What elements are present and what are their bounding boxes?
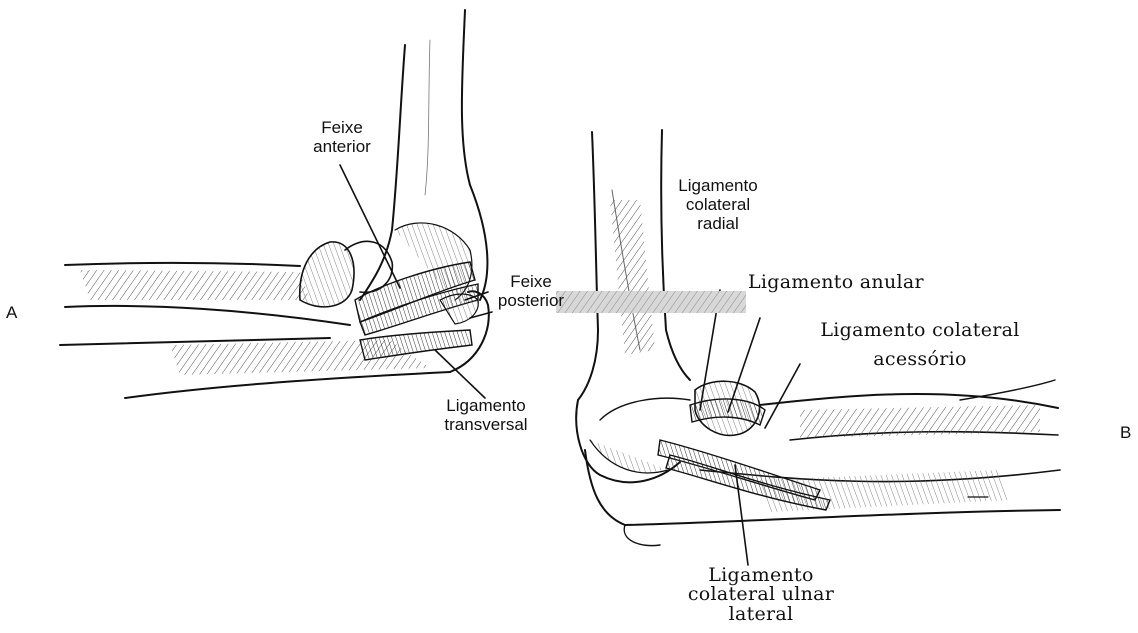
panel-letter-b: B: [1120, 423, 1131, 442]
humerus-b: [578, 132, 598, 400]
label-ligamento-colateral-radial: Ligamento colateral radial: [668, 176, 768, 233]
panel-letter-a: A: [6, 303, 17, 322]
label-feixe-posterior: Feixe posterior: [486, 272, 576, 310]
label-feixe-anterior: Feixe anterior: [300, 118, 384, 156]
panel-a-drawing: [60, 10, 492, 398]
forearm-a: [65, 263, 300, 266]
label-ligamento-colateral-ulnar-lateral: Ligamento colateral ulnar lateral: [676, 566, 846, 624]
label-ligamento-anular: Ligamento anular: [748, 272, 924, 293]
humerus-a: [360, 45, 405, 300]
label-ligamento-transversal: Ligamento transversal: [430, 396, 542, 434]
transverse-ligament-a: [360, 330, 472, 360]
label-ligamento-colateral-acessorio: Ligamento colateral acessório: [800, 316, 1040, 375]
